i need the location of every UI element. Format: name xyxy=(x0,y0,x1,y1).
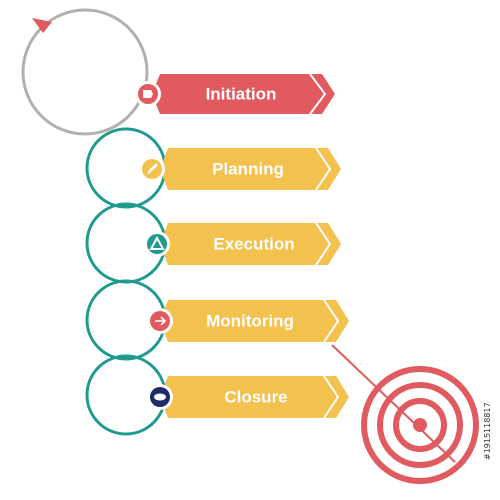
step-planning: Planning xyxy=(139,147,341,191)
initiation-label: Initiation xyxy=(206,84,277,103)
execution-banner xyxy=(160,223,341,265)
step-monitoring: Monitoring xyxy=(147,299,349,343)
initiation-ring xyxy=(21,8,149,136)
planning-label: Planning xyxy=(212,159,284,178)
flag-icon xyxy=(143,90,153,98)
cycle-arrow-icon xyxy=(32,18,52,33)
monitoring-banner xyxy=(160,300,349,342)
planning-banner xyxy=(160,148,341,190)
pencil-icon xyxy=(147,163,158,175)
handshake-icon xyxy=(154,393,166,401)
step-initiation: Initiation xyxy=(135,73,335,115)
step-execution: Execution xyxy=(144,222,341,266)
step-closure: Closure xyxy=(147,375,349,419)
target-icon xyxy=(361,366,479,484)
initiation-banner xyxy=(152,74,335,114)
stock-id: #1915118817 xyxy=(483,402,492,460)
closure-banner xyxy=(160,376,349,418)
link-icon xyxy=(155,316,167,326)
closure-label: Closure xyxy=(224,387,287,406)
target-arrow-line xyxy=(331,344,456,463)
triangle-icon xyxy=(149,235,165,250)
execution-label: Execution xyxy=(213,234,294,253)
monitoring-label: Monitoring xyxy=(206,311,294,330)
